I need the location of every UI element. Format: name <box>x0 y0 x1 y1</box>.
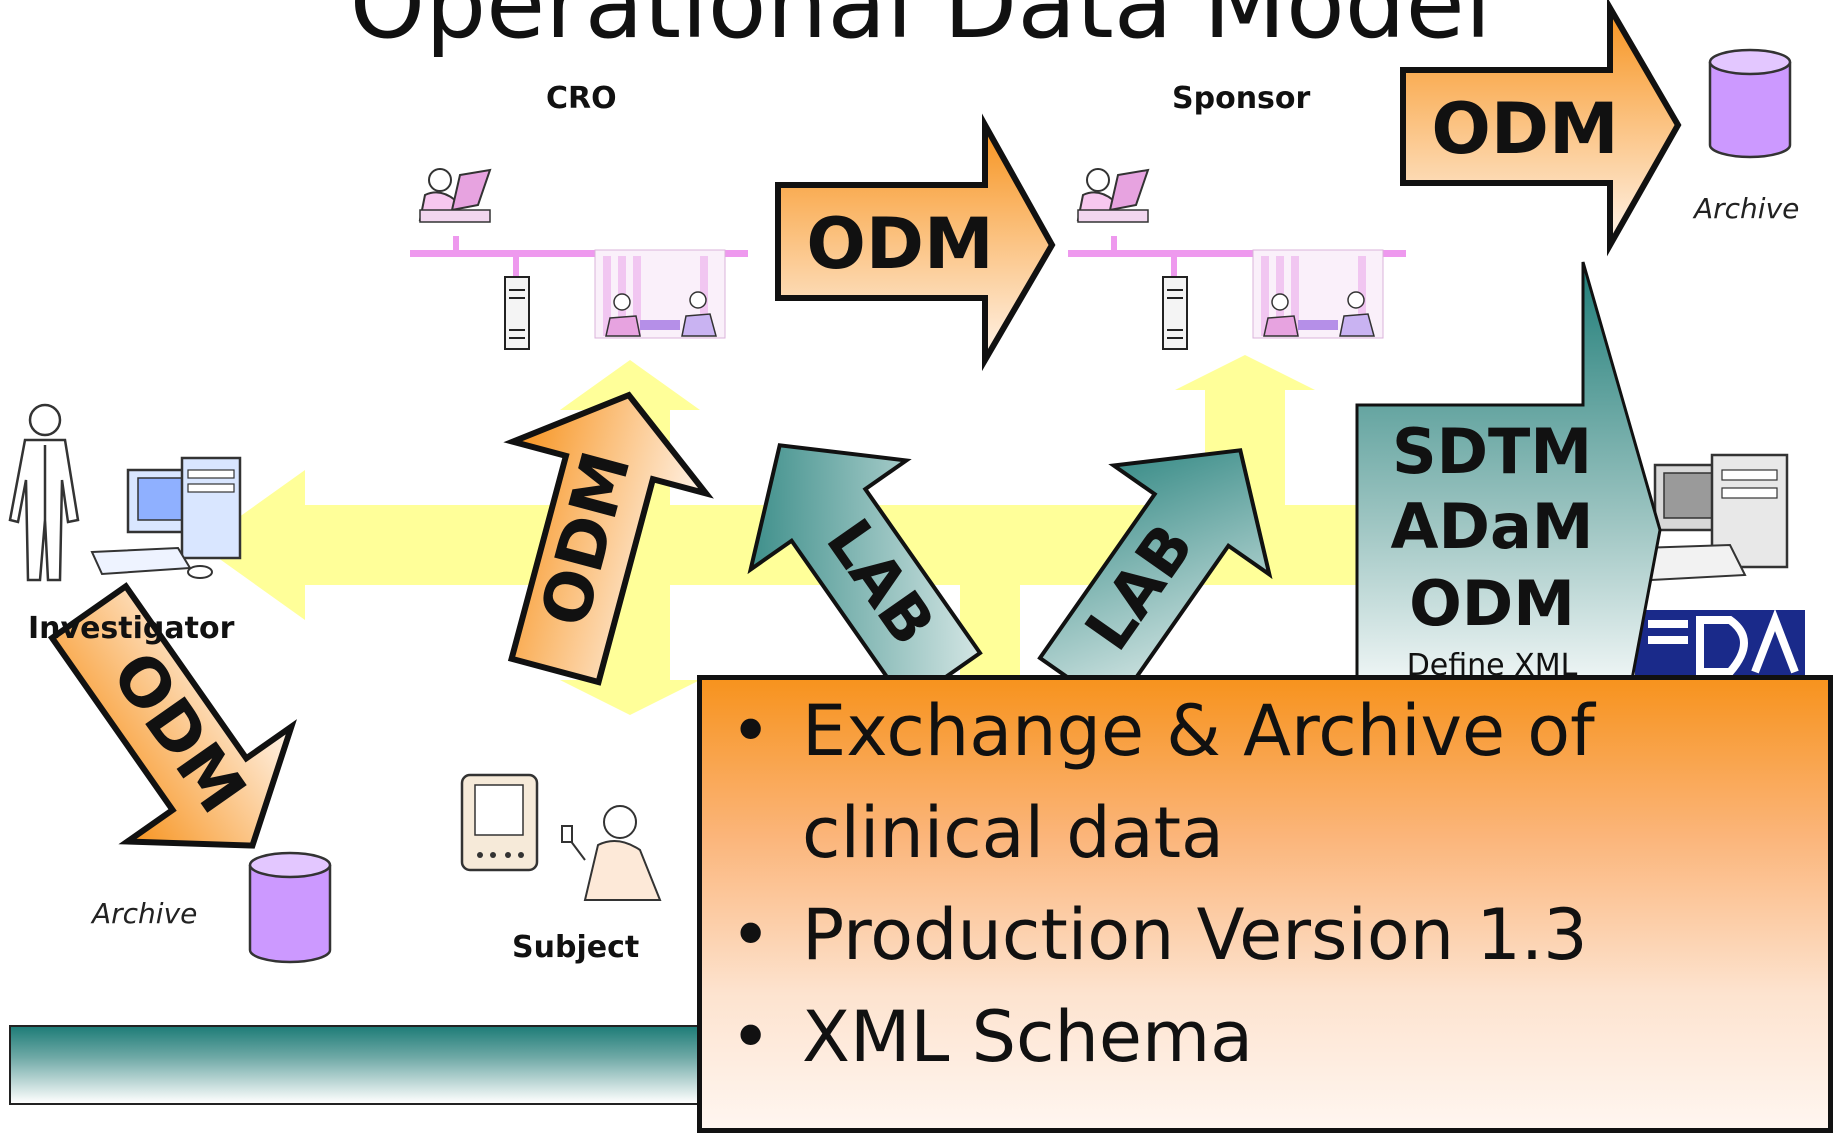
sponsor-office-workers-icon <box>1252 249 1384 339</box>
cro-person-at-desk-icon <box>418 168 492 223</box>
sponsor-person-at-desk-icon <box>1076 168 1150 223</box>
investigator-computer-icon <box>90 456 242 579</box>
archive-cylinder-left <box>248 851 332 964</box>
sponsor-network-bus <box>1068 250 1406 257</box>
odm-arrow-sponsor-archive-label: ODM <box>1431 88 1618 170</box>
subject-label: Subject <box>512 930 640 965</box>
cro-server-icon <box>504 276 530 350</box>
subject-pda-icon <box>460 773 539 872</box>
submission-arrow-line-1: SDTM <box>1392 415 1592 488</box>
investigator-doctor-icon <box>8 403 80 582</box>
archive-left-label: Archive <box>92 897 198 930</box>
bullet-item: XML Schema <box>702 986 1828 1088</box>
bullet-item: Exchange & Archive of clinical data <box>702 680 1828 884</box>
odm-arrow-cro-sponsor: ODM <box>775 113 1056 372</box>
odm-arrow-sponsor-archive: ODM <box>1400 0 1682 257</box>
archive-cylinder-right <box>1708 48 1792 159</box>
sponsor-server-icon <box>1162 276 1188 350</box>
fda-logo <box>1635 608 1805 676</box>
subject-person-icon <box>561 805 662 901</box>
investigator-label: Investigator <box>28 611 235 646</box>
sponsor-label: Sponsor <box>1172 81 1311 116</box>
submission-arrow-line-3: ODM <box>1409 567 1575 640</box>
bullet-item: Production Version 1.3 <box>702 884 1828 986</box>
cro-network <box>410 168 748 350</box>
footer-bar <box>9 1025 709 1105</box>
summary-box: Exchange & Archive of clinical data Prod… <box>697 675 1833 1133</box>
archive-right-label: Archive <box>1694 192 1800 225</box>
lab-arrow-cro: LAB <box>747 443 983 708</box>
submission-arrow: SDTM ADaM ODM Define XML <box>1355 261 1662 692</box>
submission-arrow-line-2: ADaM <box>1391 490 1594 563</box>
cro-network-bus <box>410 250 748 257</box>
cro-label: CRO <box>546 81 617 116</box>
fda-computer-icon <box>1638 453 1789 582</box>
page-title: Operational Data Model <box>349 0 1492 60</box>
sponsor-network <box>1068 168 1406 350</box>
odm-arrow-investigator-archive: ODM <box>47 582 297 849</box>
cro-office-workers-icon <box>594 249 726 339</box>
bullet-list: Exchange & Archive of clinical data Prod… <box>702 680 1828 1088</box>
odm-arrow-cro-sponsor-label: ODM <box>806 203 993 285</box>
yellow-arrow-cro-down <box>560 680 700 715</box>
